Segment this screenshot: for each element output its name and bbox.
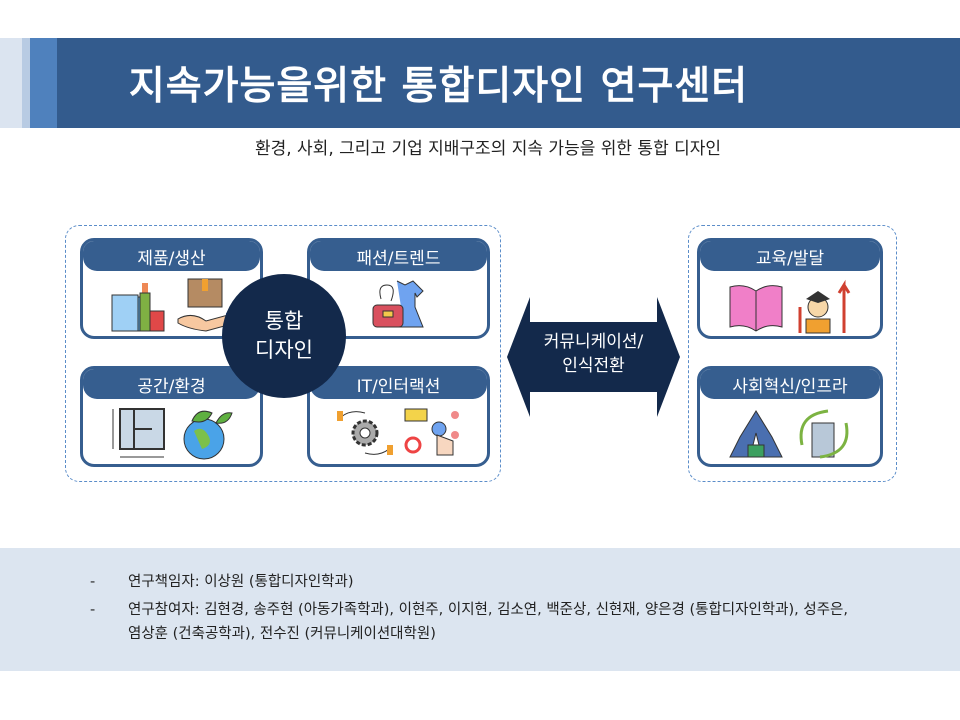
- title-accent-mid: [22, 38, 30, 128]
- building-cycle-icon: [799, 409, 849, 459]
- credit-text: 연구책임자: 이상원 (통합디자인학과): [128, 574, 354, 590]
- subtitle: 환경, 사회, 그리고 기업 지배구조의 지속 가능을 위한 통합 디자인: [254, 139, 722, 159]
- touch-network-icon: [404, 408, 459, 456]
- card-title: 사회혁신/인프라: [700, 369, 880, 399]
- card-title: 교육/발달: [700, 241, 880, 271]
- arrow-line2: 인식전환: [562, 356, 625, 376]
- card-title: IT/인터랙션: [310, 369, 487, 399]
- card-title: 패션/트렌드: [310, 241, 487, 271]
- credit-item: - 연구참여자: 김현경, 송주현 (아동가족학과), 이현주, 이지현, 김소연…: [90, 598, 858, 646]
- gear-hands-icon: [336, 411, 393, 455]
- bullet: -: [90, 574, 96, 590]
- title-accent-blue: [30, 38, 57, 128]
- hands-together-icon: [729, 410, 783, 458]
- design-fields-group: [65, 225, 501, 482]
- arrow-label: 커뮤니케이션/ 인식전환: [507, 330, 680, 378]
- floor-plan-icon: [112, 408, 165, 458]
- book-icon: [729, 285, 783, 332]
- impact-fields-group: [688, 225, 897, 482]
- card-education: 교육/발달: [697, 238, 883, 339]
- card-it: IT/인터랙션: [307, 366, 490, 467]
- student-growth-icon: [798, 279, 851, 334]
- card-social-innovation: 사회혁신/인프라: [697, 366, 883, 467]
- page-title: 지속가능을위한 통합디자인 연구센터: [128, 64, 749, 109]
- package-hand-icon: [177, 278, 234, 332]
- credits-band: - 연구책임자: 이상원 (통합디자인학과) - 연구참여자: 김현경, 송주현 (…: [0, 548, 960, 671]
- center-line1: 통합: [264, 309, 304, 333]
- earth-leaf-icon: [183, 410, 233, 460]
- dress-bag-icon: [372, 280, 424, 328]
- title-bar: 지속가능을위한 통합디자인 연구센터: [57, 38, 960, 128]
- credit-text: 연구참여자: 김현경, 송주현 (아동가족학과), 이현주, 이지현, 김소연,…: [128, 602, 848, 642]
- arrow-line1: 커뮤니케이션/: [543, 332, 644, 352]
- credit-item: - 연구책임자: 이상원 (통합디자인학과): [90, 570, 354, 594]
- card-title: 공간/환경: [83, 369, 260, 399]
- center-line2: 디자인: [255, 338, 313, 362]
- double-arrow: [507, 297, 680, 417]
- card-title: 제품/생산: [83, 241, 260, 271]
- bullet: -: [90, 602, 96, 618]
- card-space: 공간/환경: [80, 366, 263, 467]
- center-circle: 통합 디자인: [222, 274, 346, 398]
- title-accent-light: [0, 38, 22, 128]
- groceries-icon: [111, 283, 164, 332]
